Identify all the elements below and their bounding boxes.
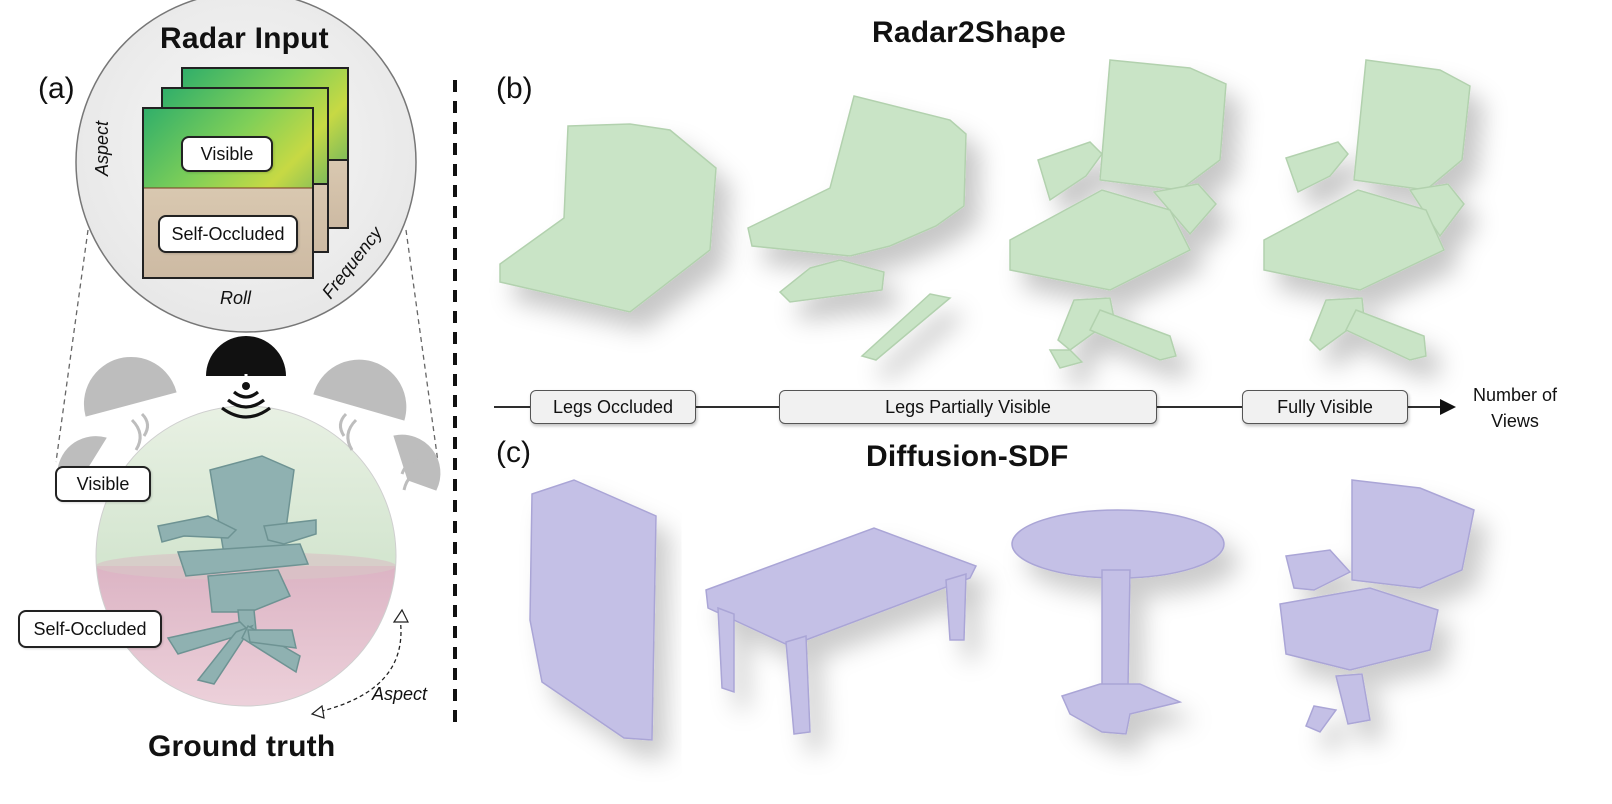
number-of-views-line2: Views <box>1491 411 1539 431</box>
sphere-occluded-label: Self-Occluded <box>18 610 162 648</box>
sphere-aspect-label: Aspect <box>372 684 428 704</box>
ground-truth-chair <box>157 455 317 685</box>
axis-aspect-label: Aspect <box>92 120 112 176</box>
radar-input-title: Radar Input <box>160 22 329 55</box>
diffusion-shelf-shape <box>529 479 657 741</box>
diffusion-chair-shape <box>1279 479 1475 733</box>
radar2shape-chair-2 <box>747 95 967 361</box>
radar-sensor-icon <box>206 336 286 419</box>
diffusion-table-shape <box>705 527 978 735</box>
radar2shape-chair-1 <box>499 123 717 313</box>
diffusion-sdf-results <box>529 479 1475 741</box>
radar2shape-title: Radar2Shape <box>872 16 1066 49</box>
spectrogram-occluded-label: Self-Occluded <box>158 215 298 253</box>
diffusion-sdf-title: Diffusion-SDF <box>866 440 1069 473</box>
panel-c-letter: (c) <box>496 436 531 469</box>
ground-truth-title: Ground truth <box>148 730 336 763</box>
panel-a-letter: (a) <box>38 72 75 105</box>
panel-b-letter: (b) <box>496 72 533 105</box>
spectrogram-visible-label: Visible <box>181 136 273 172</box>
radar2shape-results <box>499 59 1471 369</box>
panel-divider <box>453 80 457 725</box>
number-of-views-line1: Number of <box>1472 385 1558 405</box>
number-of-views-label: Number of Views <box>1460 382 1570 434</box>
diffusion-round-table-shape <box>1011 509 1225 735</box>
sphere-visible-label: Visible <box>55 466 151 502</box>
radar2shape-chair-4 <box>1263 59 1471 361</box>
axis-roll-label: Roll <box>220 288 252 308</box>
stage-legs-occluded: Legs Occluded <box>530 390 696 424</box>
radar2shape-chair-3 <box>1009 59 1227 369</box>
stage-fully-visible: Fully Visible <box>1242 390 1408 424</box>
stage-legs-partially-visible: Legs Partially Visible <box>779 390 1157 424</box>
